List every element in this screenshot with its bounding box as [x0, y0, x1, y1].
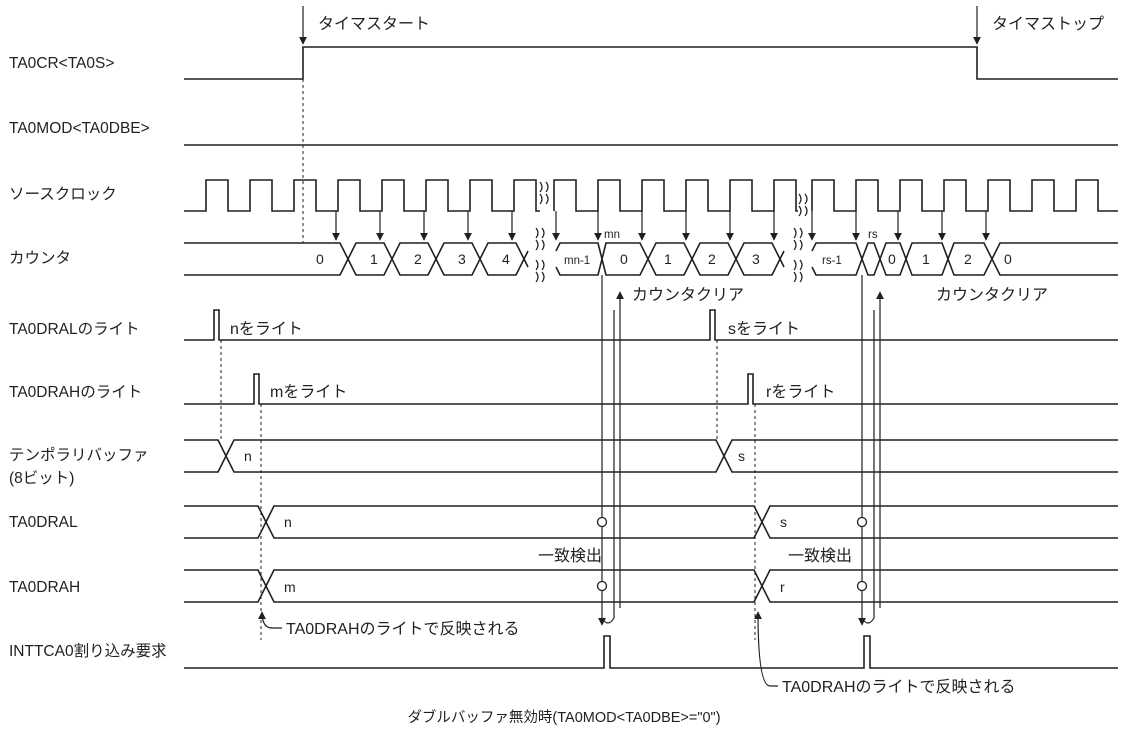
- ta0dral-value: s: [780, 514, 787, 530]
- wave-inttca0: [184, 635, 1118, 669]
- temp-buffer-value: n: [244, 448, 252, 464]
- counter-value: 1: [664, 251, 672, 267]
- reflect-label-2: TA0DRAHのライトで反映される: [782, 678, 1016, 696]
- label-ta0dral-write: TA0DRALのライト: [9, 321, 140, 338]
- counter-value: 0: [316, 251, 324, 267]
- match-path-1: [596, 275, 615, 626]
- reflect-arrow-1: [258, 611, 282, 629]
- counter-value: mn-1: [564, 255, 590, 267]
- label-temp-buffer: テンポラリバッファ: [9, 446, 149, 464]
- wave-source-clock: [184, 179, 1118, 212]
- counter-value: 0: [1004, 251, 1012, 267]
- counter-value: 2: [414, 251, 422, 267]
- label-inttca0: INTTCA0割り込み要求: [9, 642, 167, 660]
- clock-break-1: [539, 181, 549, 205]
- label-temp-buffer-bits: (8ビット): [9, 469, 74, 487]
- counter-value: 2: [964, 251, 972, 267]
- counter-value: rs-1: [822, 255, 842, 267]
- counter-value: 3: [458, 251, 466, 267]
- counter-value: 0: [620, 251, 628, 267]
- temp-buffer-value: s: [738, 448, 745, 464]
- timer-stop-label: タイマストップ: [992, 15, 1104, 33]
- wave-ta0cr-ta0s: [184, 46, 1118, 80]
- reflect-arrow-2: [754, 611, 778, 687]
- ta0dral-value: n: [284, 514, 292, 530]
- match-value-mn: mn: [604, 229, 620, 241]
- write-m-label: mをライト: [270, 383, 347, 401]
- clock-counter-arrows: [332, 211, 990, 241]
- counter-break-2: [793, 227, 803, 283]
- wave-ta0dral: [184, 505, 1118, 539]
- clock-break-2: [798, 193, 808, 217]
- write-n-label: nをライト: [230, 320, 303, 338]
- label-ta0dral: TA0DRAL: [9, 514, 78, 531]
- counter-clear-label-2: カウンタクリア: [936, 286, 1048, 304]
- label-ta0mod-ta0dbe: TA0MOD<TA0DBE>: [9, 120, 150, 137]
- label-counter: カウンタ: [9, 249, 71, 267]
- counter-break-1: [535, 227, 545, 283]
- wave-temp-buffer: [184, 439, 1118, 473]
- counter-clear-label-1: カウンタクリア: [632, 286, 744, 304]
- match-detect-label-2: 一致検出: [788, 547, 852, 565]
- match-detect-label-1: 一致検出: [538, 547, 602, 565]
- ta0drah-value: r: [780, 579, 785, 595]
- label-ta0cr-ta0s: TA0CR<TA0S>: [9, 55, 114, 72]
- counter-value: 2: [708, 251, 716, 267]
- label-ta0drah-write: TA0DRAHのライト: [9, 384, 142, 401]
- wave-ta0drah: [184, 569, 1118, 603]
- counter-value: 4: [502, 251, 510, 267]
- counter-value: 0: [888, 251, 896, 267]
- wave-counter: [184, 242, 1118, 276]
- diagram-caption: ダブルバッファ無効時(TA0MOD<TA0DBE>="0"): [407, 708, 720, 726]
- wave-ta0dral-write: [184, 309, 1118, 341]
- ta0drah-value: m: [284, 579, 296, 595]
- write-r-label: rをライト: [766, 383, 835, 401]
- counter-value: 1: [370, 251, 378, 267]
- wave-ta0drah-write: [184, 373, 1118, 405]
- reflect-label-1: TA0DRAHのライトで反映される: [286, 620, 520, 638]
- counter-value: 1: [922, 251, 930, 267]
- dashed-guides: [220, 79, 756, 640]
- match-value-rs: rs: [868, 229, 878, 241]
- match-path-2: [856, 275, 875, 626]
- write-s-label: sをライト: [728, 320, 800, 338]
- counter-value: 3: [752, 251, 760, 267]
- label-source-clock: ソースクロック: [9, 185, 117, 203]
- timer-start-label: タイマスタート: [318, 15, 430, 33]
- label-ta0drah: TA0DRAH: [9, 579, 80, 596]
